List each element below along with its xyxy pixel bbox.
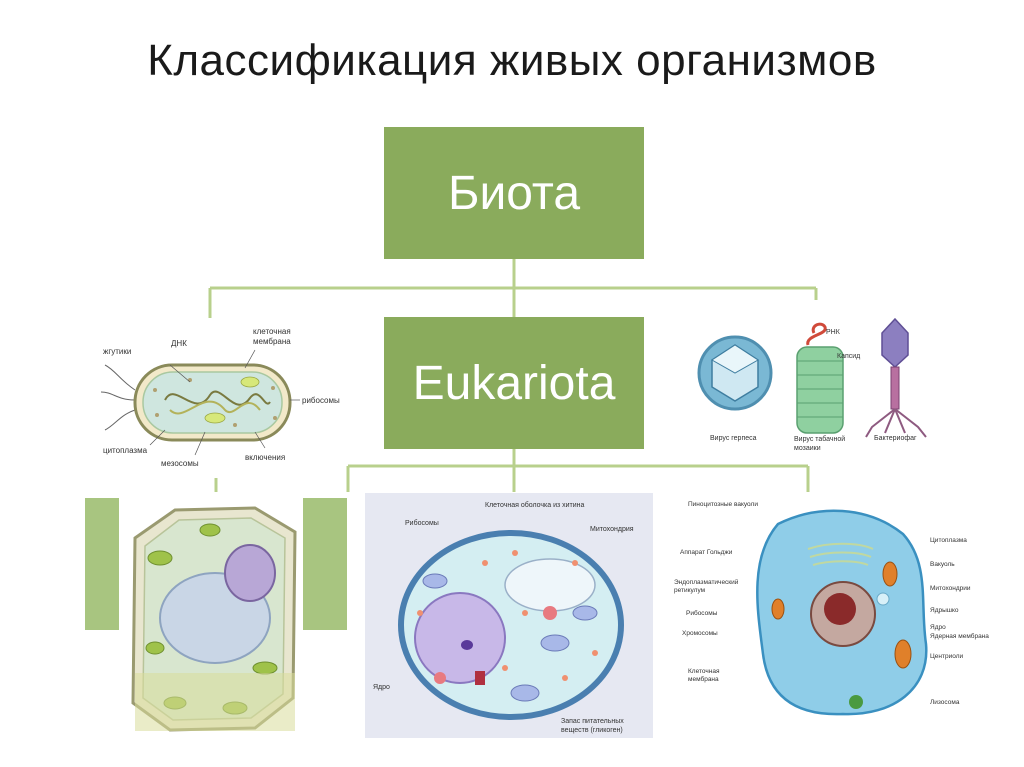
- label-animal-nucleus: Ядро: [930, 624, 946, 631]
- node-biota-label: Биота: [447, 166, 581, 220]
- label-animal-membrane-2: мембрана: [688, 675, 719, 683]
- label-vacuole: Вакуоль: [930, 561, 955, 568]
- node-eukariota-label: Eukariota: [412, 356, 616, 410]
- label-animal-mitochondria: Митохондрии: [930, 585, 971, 592]
- animal-cell-illustration: Пиноцитозные вакуоли Аппарат Гольджи Энд…: [674, 501, 989, 716]
- label-er-2: ретикулум: [674, 587, 706, 594]
- label-cytoplasm: цитоплазма: [103, 446, 148, 455]
- label-dna: ДНК: [171, 339, 187, 348]
- label-chitin-wall: Клеточная оболочка из хитина: [485, 501, 585, 509]
- label-fungal-ribosomes: Рибосомы: [405, 519, 439, 527]
- label-fungal-nucleus: Ядро: [373, 684, 390, 691]
- plant-panel-bar-right: [303, 498, 347, 630]
- label-nucleolus: Ядрышко: [930, 607, 959, 614]
- label-mesosomes: мезосомы: [161, 459, 199, 468]
- label-ribosomes: рибосомы: [302, 396, 340, 405]
- label-nuclear-membrane: Ядерная мембрана: [930, 632, 989, 640]
- label-centrioles: Центриоли: [930, 653, 964, 660]
- node-biota: Биота: [384, 127, 644, 259]
- label-animal-cytoplasm: Цитоплазма: [930, 537, 967, 544]
- node-eukariota: Eukariota: [384, 317, 644, 449]
- fungal-cell-illustration: Клеточная оболочка из хитина Рибосомы Ми…: [365, 493, 653, 738]
- label-capsid: Капсид: [837, 353, 860, 360]
- label-flagella: жгутики: [103, 347, 131, 356]
- label-phage: Бактериофаг: [874, 435, 917, 442]
- viruses-illustration: РНК Капсид Вирус герпеса Вирус табачной …: [697, 317, 927, 452]
- label-inclusions: включения: [245, 453, 285, 462]
- label-tmv-1: Вирус табачной: [794, 435, 845, 443]
- plant-cell-panel: [85, 498, 347, 738]
- label-animal-membrane-1: Клеточная: [688, 668, 720, 675]
- label-lysosome: Лизосома: [930, 699, 960, 706]
- label-fungal-mitochondria: Митохондрия: [590, 526, 634, 533]
- label-pinocytotic: Пиноцитозные вакуоли: [688, 501, 758, 508]
- label-tmv-2: мозаики: [794, 445, 821, 452]
- label-glycogen-2: веществ (гликоген): [561, 727, 623, 734]
- plant-cell-illustration: [131, 506, 297, 732]
- label-membrane-2: мембрана: [253, 337, 291, 346]
- plant-panel-bar-left: [85, 498, 119, 630]
- label-chromosomes: Хромосомы: [682, 630, 718, 637]
- label-rna: РНК: [826, 329, 841, 336]
- label-membrane-1: клеточная: [253, 327, 291, 336]
- label-er-1: Эндоплазматический: [674, 578, 739, 586]
- label-golgi: Аппарат Гольджи: [680, 549, 733, 556]
- slide-title: Классификация живых организмов: [147, 36, 877, 85]
- label-animal-ribosomes: Рибосомы: [686, 609, 718, 617]
- label-herpes: Вирус герпеса: [710, 435, 757, 442]
- bacterium-illustration: жгутики ДНК клеточная мембрана рибосомы …: [100, 327, 340, 468]
- label-glycogen-1: Запас питательных: [561, 718, 624, 725]
